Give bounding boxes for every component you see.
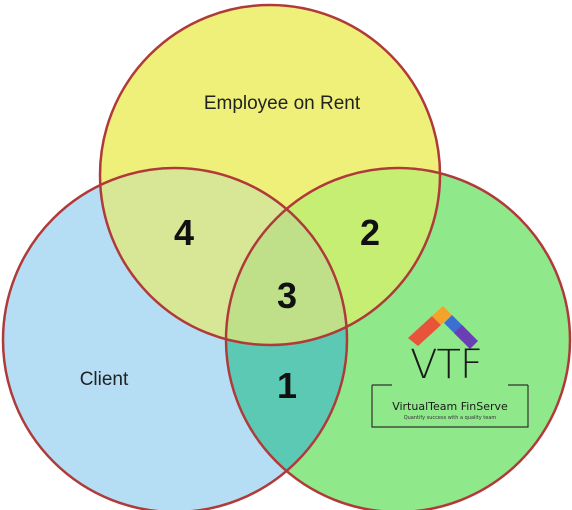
top-set-label: Employee on Rent (204, 93, 361, 114)
left-set-label: Client (80, 369, 129, 390)
top-outline (98, 3, 442, 347)
region-number-center: 3 (277, 275, 297, 316)
overlap-center (226, 168, 347, 345)
left-outline (1, 166, 349, 510)
logo-company-name: VirtualTeam FinServe (392, 400, 508, 413)
logo-tagline: Quantify success with a quality team (404, 415, 497, 421)
region-number-top-right: 2 (360, 212, 380, 253)
region-number-left-right: 1 (277, 365, 297, 406)
logo-frame (371, 384, 529, 428)
region-number-top-left: 4 (174, 212, 194, 253)
vtf-logo: VTF VirtualTeam FinServe Quantify succes… (371, 306, 529, 428)
vtf-wordmark: VTF (410, 342, 482, 388)
vtf-roof-mark (408, 306, 478, 349)
